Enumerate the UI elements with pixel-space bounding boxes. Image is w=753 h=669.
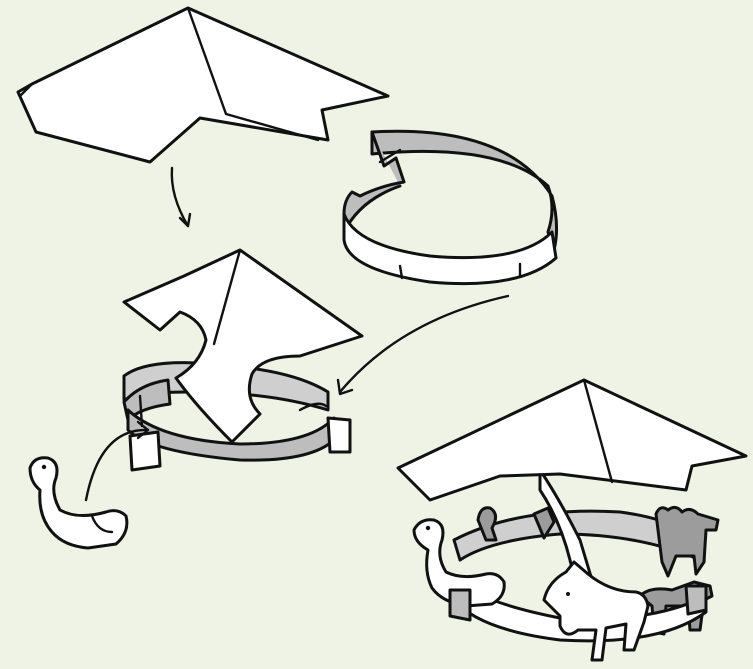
arrow-roof-down	[172, 168, 190, 226]
finished-carousel	[398, 380, 746, 660]
band-piece	[344, 131, 557, 283]
arrow-band-to-assembly	[338, 296, 508, 394]
roof-piece	[18, 8, 388, 162]
assembly	[124, 250, 362, 470]
goose-figure	[30, 458, 127, 548]
